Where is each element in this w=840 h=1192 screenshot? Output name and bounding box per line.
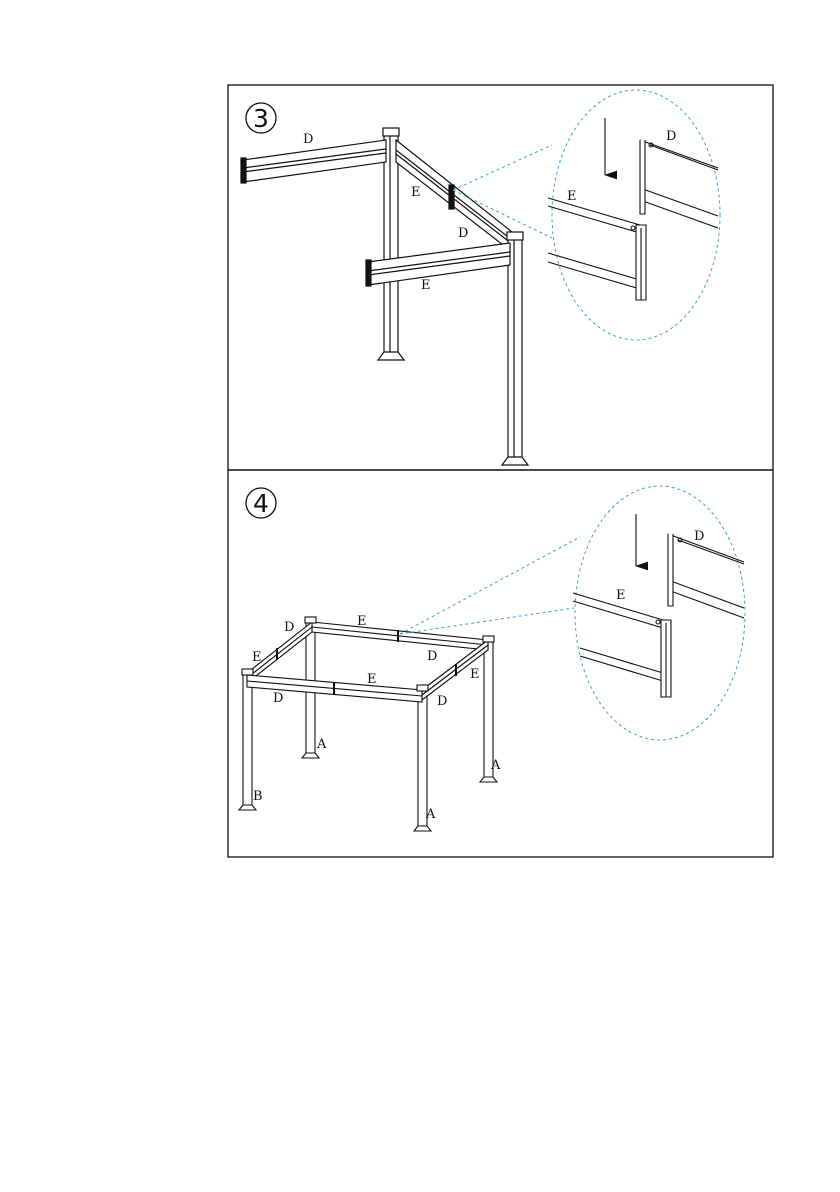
step-4-callout (400, 486, 745, 740)
step-3-panel: 3 D E (228, 85, 773, 470)
step-4-panel: 4 (228, 470, 773, 857)
step-3-label-d-brace: D (458, 226, 468, 241)
step-4-label-a-front: A (425, 807, 436, 822)
step-4-label-e-left: E (252, 650, 262, 665)
step-4-label-d-left-back: D (284, 620, 294, 635)
step-3-detail-label-e: E (567, 189, 577, 204)
step-4-label-e-front: E (367, 672, 377, 687)
step-4-structure (239, 617, 497, 831)
step-3-detail-label-d: D (666, 129, 676, 144)
step-4-label-b-left: B (253, 789, 263, 804)
step-4-label-a-back: A (316, 737, 327, 752)
step-3-structure (241, 128, 528, 465)
step-3-label-e-front: E (421, 278, 431, 293)
step-4-detail (573, 514, 744, 697)
step-3-detail (548, 118, 718, 300)
step-4-detail-label-e: E (616, 588, 626, 603)
step-3-number: 3 (253, 104, 269, 133)
step-3-label-e-brace: E (411, 185, 421, 200)
step-4-detail-label-d: D (694, 529, 704, 544)
step-4-label-d-front-left: D (273, 691, 283, 706)
step-3-callout (453, 90, 720, 340)
step-4-label-e-back: E (357, 614, 367, 629)
step-4-label-a-right: A (490, 758, 501, 773)
step-3-label-d-top: D (303, 132, 313, 147)
step-4-label-d-front-right: D (437, 694, 447, 709)
step-4-number: 4 (253, 489, 269, 518)
step-4-label-e-right: E (470, 667, 480, 682)
step-4-label-d-right-back: D (427, 649, 437, 664)
